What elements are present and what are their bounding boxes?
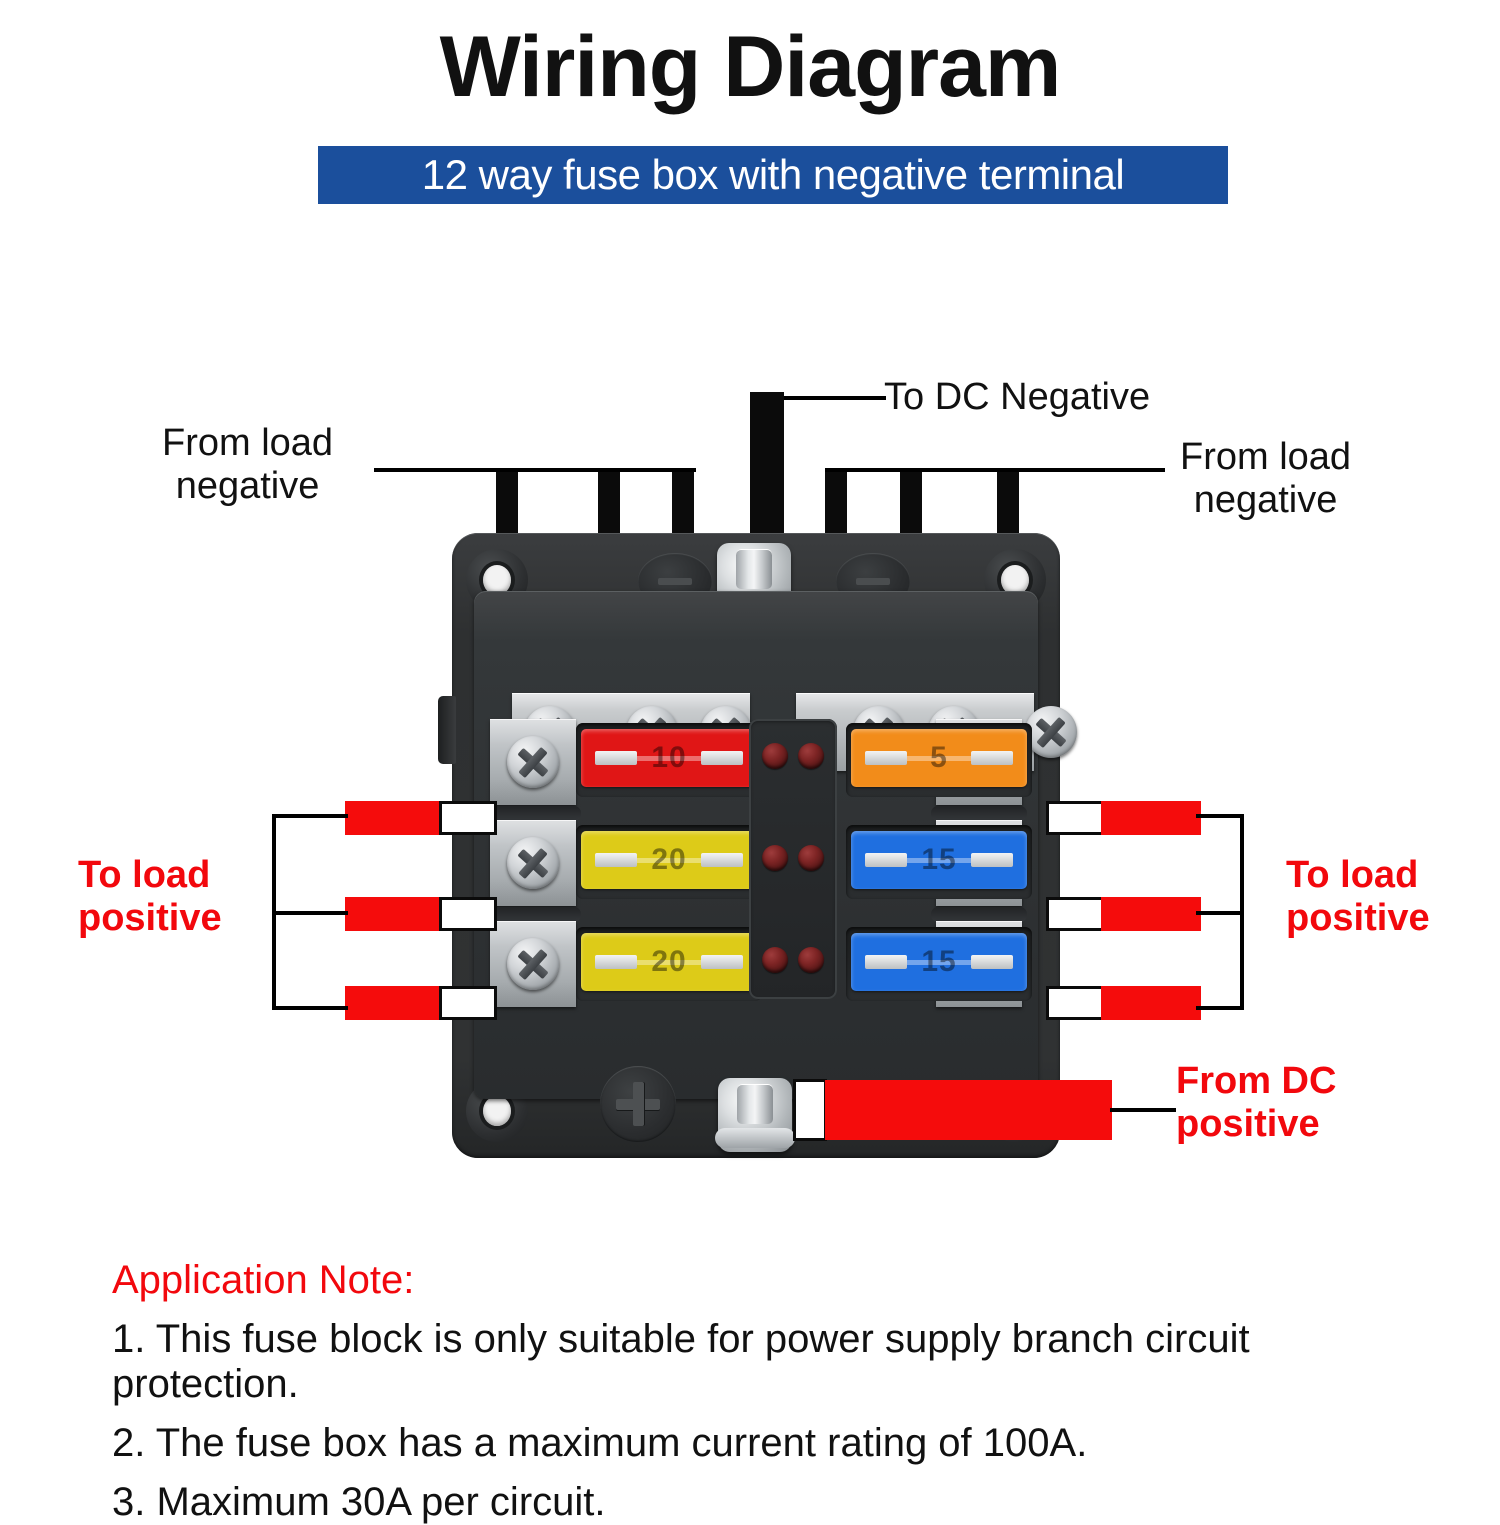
side-retaining-clip bbox=[438, 696, 456, 764]
callout-from-load-negative-right: From load negative bbox=[1180, 436, 1351, 521]
mounting-hole-top-left bbox=[483, 565, 511, 595]
callout-from-dc-positive: From DC positive bbox=[1176, 1060, 1336, 1145]
red-lug-right-3 bbox=[1046, 986, 1201, 1020]
fuse-slot-4[interactable]: 5 bbox=[846, 723, 1032, 797]
fuse-blade-1[interactable]: 10 bbox=[581, 729, 757, 787]
callout-to-load-positive-right: To load positive bbox=[1286, 854, 1430, 939]
fuse-rating-2: 20 bbox=[651, 843, 687, 876]
callout-to-load-positive-left-line1: To load bbox=[78, 854, 211, 896]
subtitle-text: 12 way fuse box with negative terminal bbox=[421, 151, 1125, 198]
red-lug-left-2 bbox=[345, 897, 497, 931]
fuse-blade-5[interactable]: 15 bbox=[851, 831, 1027, 889]
callout-to-dc-negative-text: To DC Negative bbox=[884, 376, 1151, 418]
callout-from-dc-positive-line2: positive bbox=[1176, 1102, 1320, 1145]
application-note-line-2: 2. The fuse box has a maximum current ra… bbox=[112, 1421, 1088, 1465]
led-indicator-6 bbox=[798, 947, 824, 973]
bracket-left-branch-1 bbox=[272, 814, 348, 818]
callout-line-from-load-negative-right bbox=[825, 468, 1165, 472]
red-wire-from-dc-positive bbox=[825, 1080, 1112, 1140]
callout-from-load-negative-left-line1: From load bbox=[162, 422, 334, 464]
positive-screw-left-1[interactable] bbox=[507, 736, 559, 788]
fuse-box-device[interactable]: 10 20 20 5 15 bbox=[438, 533, 1077, 1158]
positive-screw-left-3[interactable] bbox=[507, 938, 559, 990]
bracket-right-branch-3 bbox=[1196, 1006, 1244, 1010]
positive-polarity-badge bbox=[600, 1066, 676, 1142]
positive-stud-terminal[interactable] bbox=[715, 1078, 795, 1152]
callout-to-load-positive-left: To load positive bbox=[78, 854, 222, 939]
fuse-blade-4[interactable]: 5 bbox=[851, 729, 1027, 787]
rail-divider-right-2 bbox=[931, 907, 1027, 922]
led-indicator-5 bbox=[762, 947, 788, 973]
fuse-rating-3: 20 bbox=[651, 945, 687, 978]
callout-to-load-positive-left-line2: positive bbox=[78, 896, 222, 939]
fuse-rating-1: 10 bbox=[651, 741, 687, 774]
mounting-hole-top-right bbox=[1001, 565, 1029, 595]
red-lug-right-1 bbox=[1046, 801, 1201, 835]
callout-line-from-load-negative-left bbox=[374, 468, 696, 472]
fuse-blade-3[interactable]: 20 bbox=[581, 933, 757, 991]
black-wire-to-dc-negative bbox=[750, 392, 784, 556]
application-note: Application Note: 1. This fuse block is … bbox=[112, 1258, 1442, 1525]
bracket-right-branch-2 bbox=[1196, 911, 1244, 915]
callout-line-to-dc-negative bbox=[784, 396, 886, 400]
bracket-left-branch-2 bbox=[272, 911, 348, 915]
led-indicator-4 bbox=[798, 845, 824, 871]
callout-from-load-negative-left: From load negative bbox=[162, 422, 333, 507]
bracket-right-branch-1 bbox=[1196, 814, 1244, 818]
red-lug-left-1 bbox=[345, 801, 497, 835]
callout-to-dc-negative: To DC Negative bbox=[884, 376, 1150, 419]
fuse-box-front-face: 10 20 20 5 15 bbox=[474, 591, 1077, 1099]
led-indicator-2 bbox=[798, 743, 824, 769]
bracket-left-stem bbox=[272, 911, 276, 915]
application-note-line-1: 1. This fuse block is only suitable for … bbox=[112, 1317, 1250, 1406]
rail-divider-right-1 bbox=[931, 806, 1027, 821]
callout-to-load-positive-right-line1: To load bbox=[1286, 854, 1419, 896]
callout-to-load-positive-right-line2: positive bbox=[1286, 896, 1430, 939]
mounting-hole-bottom-left bbox=[483, 1096, 511, 1126]
callout-from-dc-positive-line1: From DC bbox=[1176, 1060, 1337, 1102]
led-indicator-3 bbox=[762, 845, 788, 871]
fuse-blade-6[interactable]: 15 bbox=[851, 933, 1027, 991]
fuse-slot-5[interactable]: 15 bbox=[846, 825, 1032, 899]
dc-positive-terminal-tip bbox=[793, 1079, 827, 1141]
application-note-heading: Application Note: bbox=[112, 1258, 415, 1302]
fuse-rating-5: 15 bbox=[921, 843, 957, 876]
fuse-rating-6: 15 bbox=[921, 945, 957, 978]
fuse-blade-2[interactable]: 20 bbox=[581, 831, 757, 889]
page-title: Wiring Diagram bbox=[439, 19, 1062, 115]
negative-bus-screw-6[interactable] bbox=[1025, 706, 1077, 758]
rail-divider-left-2 bbox=[485, 907, 581, 922]
subtitle-banner: 12 way fuse box with negative terminal bbox=[318, 146, 1228, 204]
callout-from-load-negative-right-line1: From load bbox=[1180, 436, 1352, 478]
callout-from-load-negative-right-line2: negative bbox=[1193, 478, 1338, 521]
application-note-line-3: 3. Maximum 30A per circuit. bbox=[112, 1480, 606, 1524]
callout-line-from-dc-positive bbox=[1110, 1108, 1176, 1112]
fuse-slot-2[interactable]: 20 bbox=[576, 825, 762, 899]
rail-divider-left-1 bbox=[485, 806, 581, 821]
fuse-rating-4: 5 bbox=[930, 741, 948, 774]
led-indicator-panel bbox=[749, 719, 837, 999]
positive-screw-left-2[interactable] bbox=[507, 837, 559, 889]
fuse-slot-3[interactable]: 20 bbox=[576, 927, 762, 1001]
fuse-slot-6[interactable]: 15 bbox=[846, 927, 1032, 1001]
fuse-slot-1[interactable]: 10 bbox=[576, 723, 762, 797]
bracket-left-branch-3 bbox=[272, 1006, 348, 1010]
led-indicator-1 bbox=[762, 743, 788, 769]
red-lug-left-3 bbox=[345, 986, 497, 1020]
red-lug-right-2 bbox=[1046, 897, 1201, 931]
callout-from-load-negative-left-line2: negative bbox=[175, 464, 320, 507]
